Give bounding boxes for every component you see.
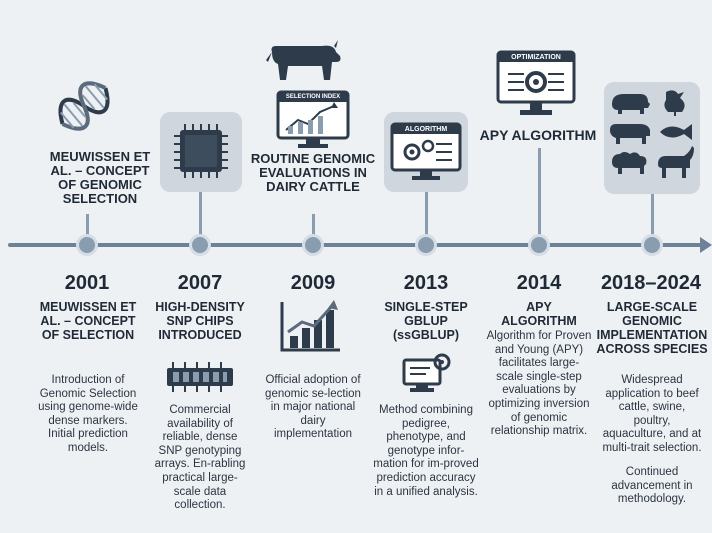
stem-2007 <box>199 192 202 236</box>
algorithm-label: ALGORITHM <box>404 126 448 133</box>
stem-2009 <box>312 214 315 236</box>
stem-2001 <box>86 214 89 236</box>
timeline-node-2014 <box>528 234 550 256</box>
algorithm-monitor-icon <box>390 122 462 180</box>
snp-chip-icon <box>174 124 228 178</box>
milestone-desc2-2018-2024: Continued advancement in methodology. <box>611 466 693 506</box>
optimization-label: OPTIMIZATION <box>511 54 561 61</box>
year-2013: 2013 <box>403 272 449 294</box>
year-2009: 2009 <box>290 272 336 294</box>
selection-index-label: SELECTION INDEX <box>285 94 341 100</box>
milestone-title-2014: APY ALGORITHM <box>501 300 577 328</box>
year-2001: 2001 <box>64 272 110 294</box>
cow-icon <box>264 38 344 86</box>
optimization-monitor-icon <box>494 50 578 120</box>
timeline-node-2001 <box>76 234 98 256</box>
milestone-title-2007: HIGH-DENSITY SNP CHIPS INTRODUCED <box>155 300 245 342</box>
timeline-node-2009 <box>302 234 324 256</box>
year-2018-2024: 2018–2024 <box>600 272 702 294</box>
top-title-2001: MEUWISSEN ET AL. – CONCEPT OF GENOMIC SE… <box>49 149 151 206</box>
top-title-2014: APY ALGORITHM <box>479 127 597 143</box>
dna-icon <box>48 70 120 142</box>
milestone-desc-2007: Commercial availability of reliable, den… <box>154 404 246 512</box>
growth-chart-icon <box>278 298 344 354</box>
milestone-desc-2001: Introduction of Genomic Selection using … <box>38 374 138 454</box>
timeline-node-2013 <box>415 234 437 256</box>
milestone-title-2001: MEUWISSEN ET AL. – CONCEPT OF SELECTION <box>39 300 137 342</box>
timeline-arrow-icon <box>700 237 712 253</box>
milestone-title-2013: SINGLE-STEP GBLUP (ssGBLUP) <box>384 300 468 342</box>
milestone-desc-2014: Algorithm for Proven and Young (APY) fac… <box>486 330 592 438</box>
milestone-desc-2018-2024: Widespread application to beef cattle, s… <box>602 374 702 454</box>
year-2014: 2014 <box>516 272 562 294</box>
memory-chip-icon <box>163 362 237 392</box>
chip-icon-box <box>160 112 242 192</box>
stem-2018 <box>651 194 654 236</box>
top-title-2009: ROUTINE GENOMIC EVALUATIONS IN DAIRY CAT… <box>250 151 376 194</box>
timeline-node-2018 <box>641 234 663 256</box>
year-2007: 2007 <box>177 272 223 294</box>
animals-icon-box <box>604 82 700 194</box>
milestone-desc-2013: Method combining pedigree, phenotype, an… <box>373 404 479 498</box>
stem-2014 <box>538 148 541 236</box>
algorithm-icon-box <box>384 112 468 192</box>
milestone-title-2018-2024: LARGE-SCALE GENOMIC IMPLEMENTATION ACROS… <box>596 300 708 356</box>
selection-index-monitor <box>276 90 350 150</box>
timeline-axis <box>8 243 704 247</box>
livestock-species-icon <box>610 90 694 178</box>
computer-gear-icon <box>400 350 454 396</box>
stem-2013 <box>425 192 428 236</box>
timeline-node-2007 <box>189 234 211 256</box>
milestone-desc-2009: Official adoption of genomic se-lection … <box>265 374 361 441</box>
